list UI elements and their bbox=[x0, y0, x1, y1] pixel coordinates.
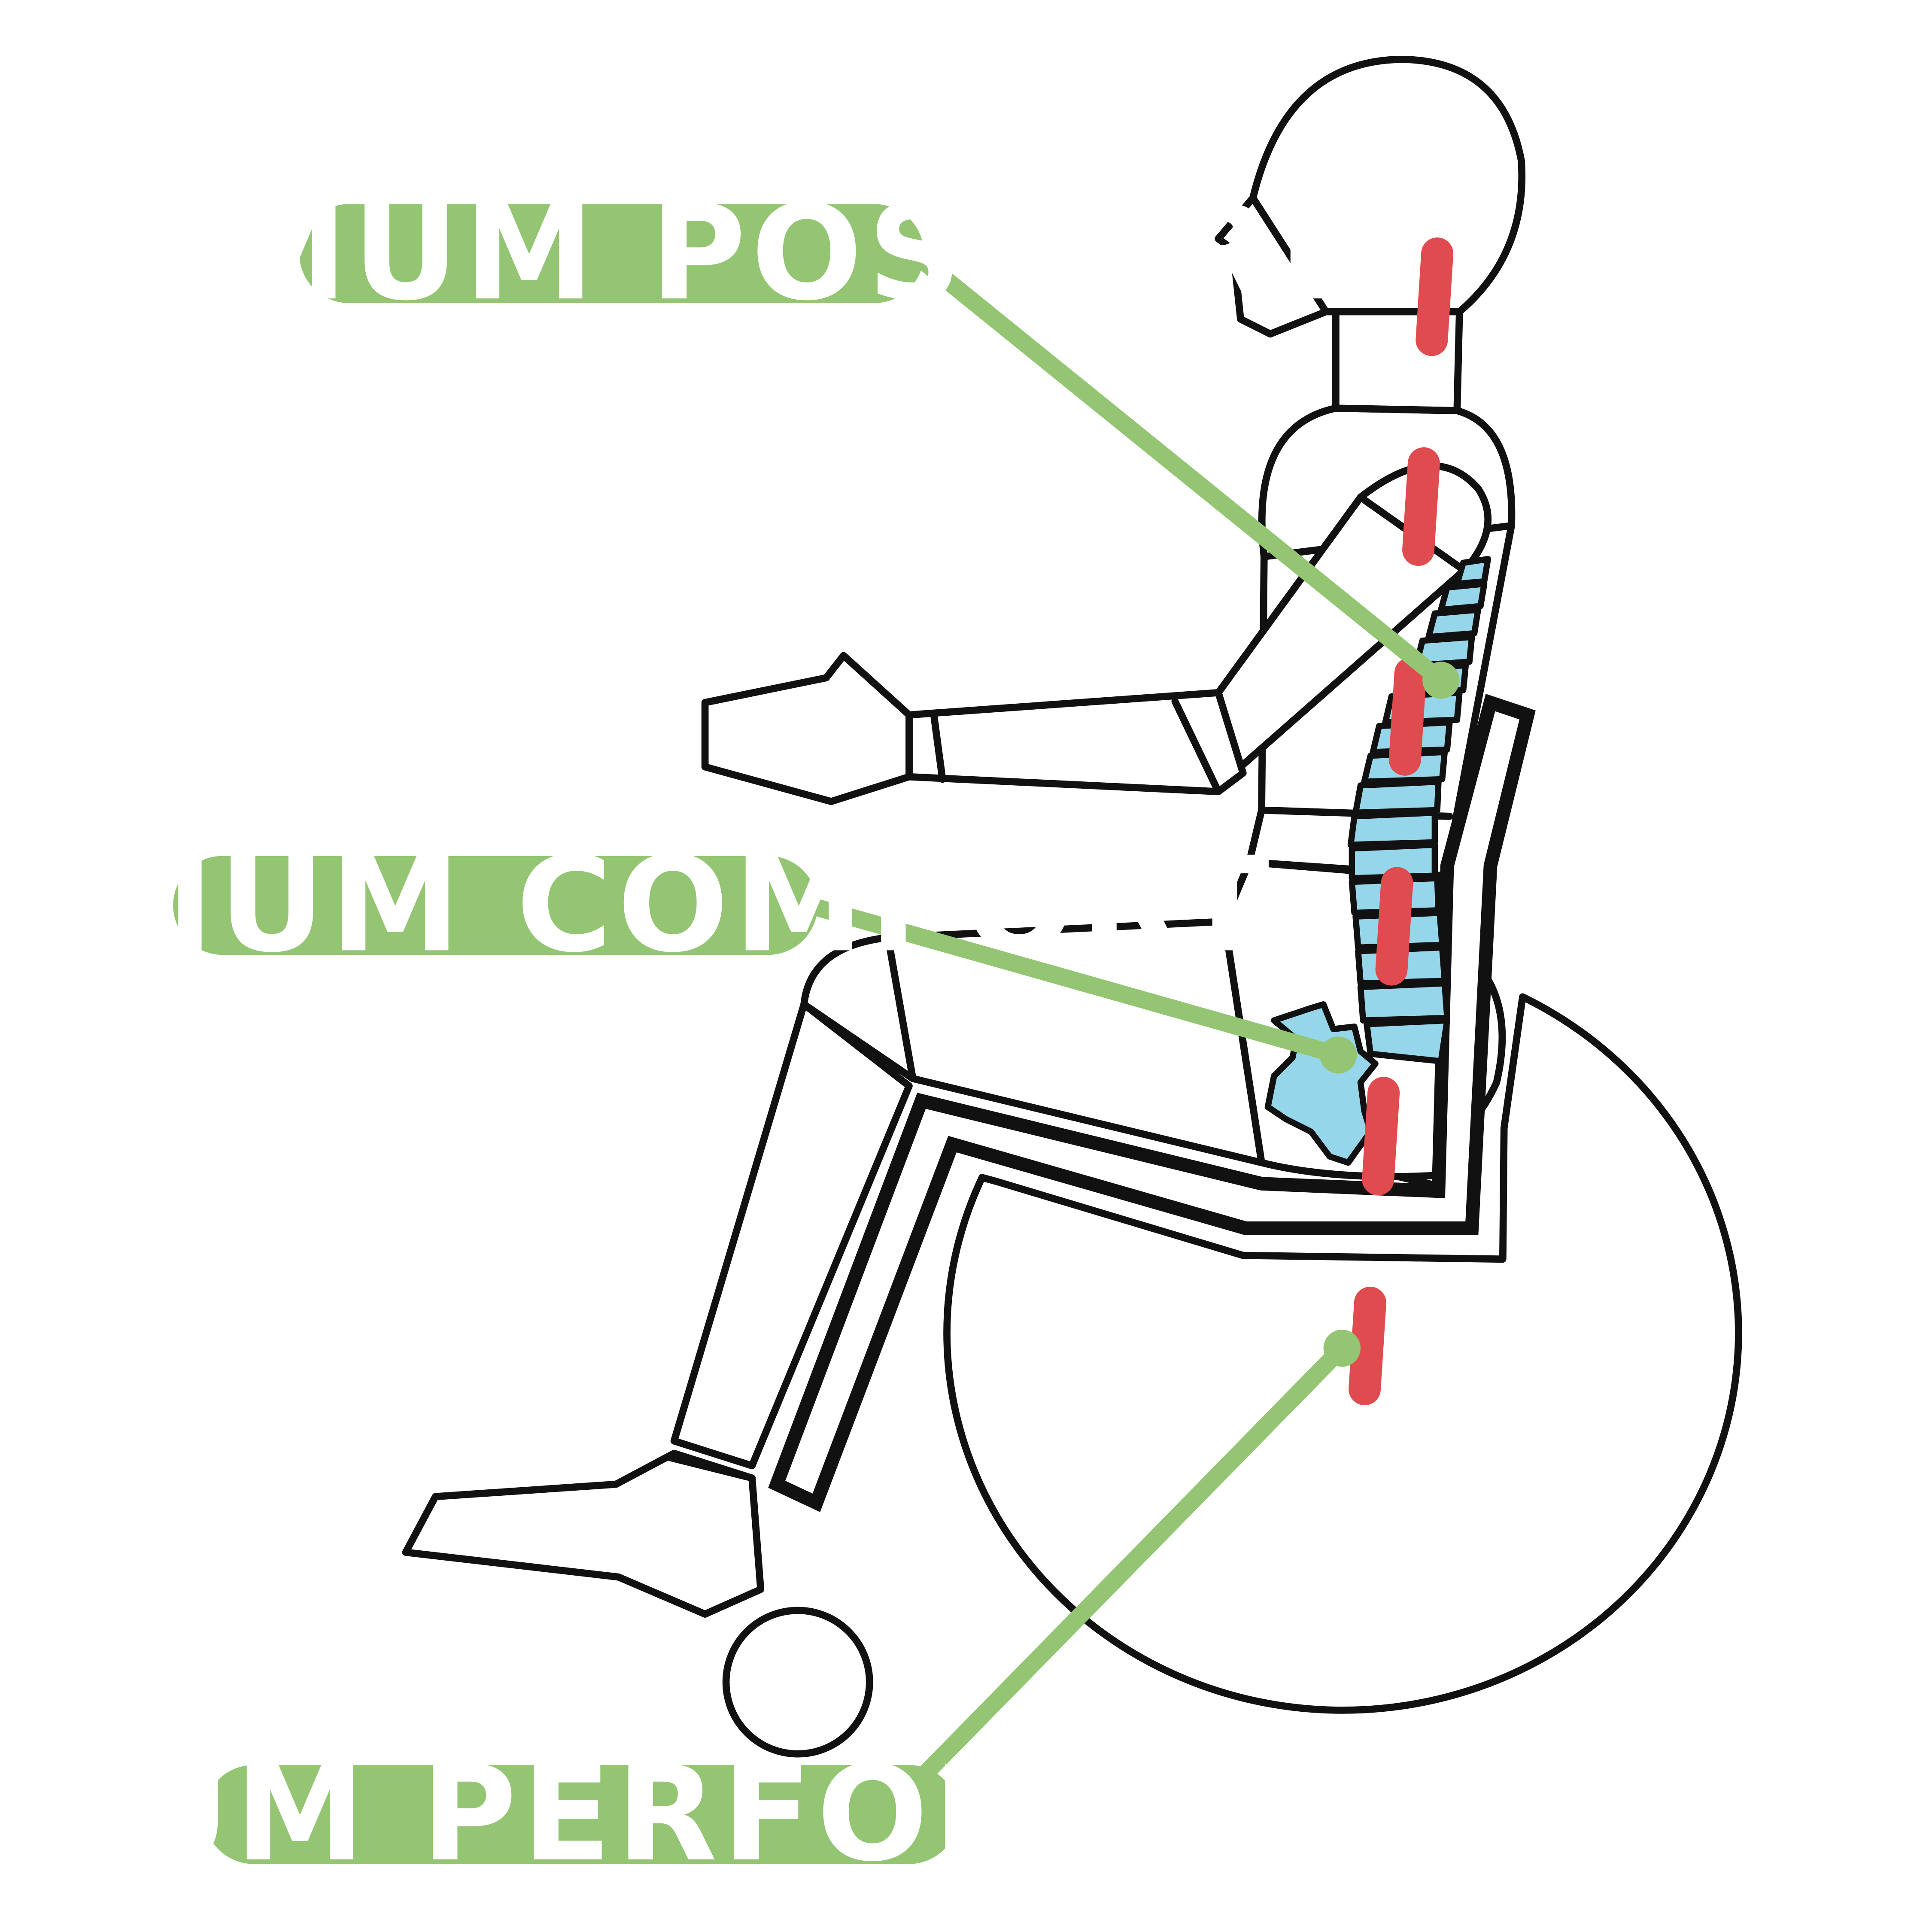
vertebra-15 bbox=[1357, 980, 1450, 1024]
performance-dot bbox=[1323, 1329, 1361, 1367]
comfort-pill bbox=[173, 856, 818, 955]
posture-text: OPTIMUM POSTURE bbox=[0, 177, 1373, 330]
alignment-line bbox=[1344, 237, 1454, 1470]
knee-line bbox=[884, 934, 917, 1082]
face-line bbox=[1249, 194, 1330, 316]
ankle-line bbox=[664, 1453, 756, 1482]
posture-pill bbox=[299, 204, 924, 303]
vertebra-3 bbox=[1425, 607, 1481, 640]
vertebra-10 bbox=[1347, 809, 1438, 848]
comfort-dot bbox=[1319, 1036, 1357, 1074]
callouts bbox=[805, 251, 1460, 1780]
elbow-line bbox=[1171, 698, 1222, 796]
sacrum bbox=[1364, 1017, 1450, 1065]
performance-text: MAXIMUM PERFORMANCE bbox=[0, 1738, 1591, 1891]
lower-leg bbox=[670, 1000, 913, 1470]
comfort-leader bbox=[805, 898, 1347, 1064]
posture-dot bbox=[1422, 662, 1460, 699]
posture-leader bbox=[913, 251, 1450, 689]
foot bbox=[402, 1449, 765, 1618]
performance-pill bbox=[204, 1765, 959, 1864]
label-maximum-performance: MAXIMUM PERFORMANCE bbox=[0, 1738, 1591, 1891]
thigh bbox=[800, 917, 1265, 1166]
vertebra-1 bbox=[1454, 556, 1491, 587]
vertebra-9 bbox=[1352, 778, 1442, 816]
comfort-text: OPTIMUM COMFORT bbox=[0, 829, 1274, 981]
label-optimum-posture: OPTIMUM POSTURE bbox=[0, 177, 1373, 330]
wrist-line bbox=[930, 711, 946, 783]
wheelchair-frame bbox=[768, 693, 1536, 1512]
performance-leader bbox=[919, 1340, 1351, 1780]
seat-and-back-frame bbox=[768, 693, 1536, 1512]
hand bbox=[701, 652, 913, 805]
vertebra-2 bbox=[1438, 580, 1488, 613]
label-optimum-comfort: OPTIMUM COMFORT bbox=[0, 829, 1274, 981]
front-caster-wheel bbox=[722, 1607, 873, 1758]
